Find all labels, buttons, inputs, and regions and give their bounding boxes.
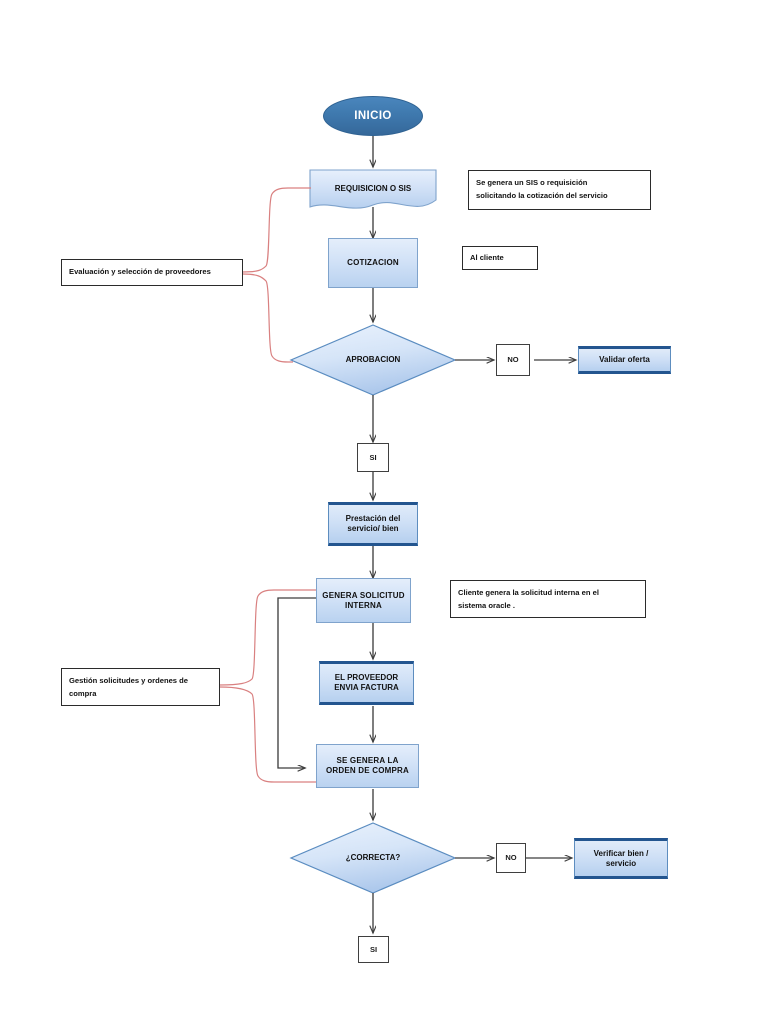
- node-cotizacion-label: COTIZACION: [347, 258, 399, 267]
- node-factura-label-line1: EL PROVEEDOR: [334, 673, 399, 682]
- callout-solicitud-line1: Cliente genera la solicitud interna en e…: [458, 588, 599, 597]
- node-prestacion-label-line2: servicio/ bien: [347, 524, 399, 533]
- callout-sis-line1: Se genera un SIS o requisición: [476, 178, 588, 187]
- node-orden-de-compra[interactable]: SE GENERA LA ORDEN DE COMPRA: [316, 744, 419, 788]
- node-verificar-label-line1: Verificar bien /: [593, 848, 649, 858]
- edge-solicitud-orden-loop: [277, 597, 316, 768]
- node-proveedor-envia-factura[interactable]: EL PROVEEDOR ENVIA FACTURA: [319, 661, 414, 705]
- red-brace-top-lower: [242, 273, 293, 363]
- callout-gestion-solicitudes: Gestión solicitudes y ordenes de compra: [61, 668, 220, 706]
- callout-sis: Se genera un SIS o requisición solicitan…: [468, 170, 651, 210]
- node-factura-label-line2: ENVIA FACTURA: [334, 683, 399, 692]
- node-validar-oferta-label: Validar oferta: [599, 355, 650, 364]
- node-genera-solicitud-interna[interactable]: GENERA SOLICITUD INTERNA: [316, 578, 411, 623]
- red-brace-bottom-upper: [219, 589, 316, 686]
- node-prestacion-label-line1: Prestación del: [345, 514, 401, 523]
- node-validar-oferta[interactable]: Validar oferta: [578, 346, 671, 374]
- callout-gestion-line1: Gestión solicitudes y ordenes de: [69, 676, 189, 685]
- callout-al-cliente-line1: Al cliente: [470, 252, 504, 262]
- node-solicitud-label-line1: GENERA SOLICITUD: [322, 590, 405, 600]
- callout-gestion-line2: compra: [69, 688, 97, 698]
- callout-evaluacion-line1: Evaluación y selección de proveedores: [69, 267, 211, 277]
- node-inicio[interactable]: INICIO: [323, 96, 423, 136]
- node-si-correcta[interactable]: SI: [358, 936, 389, 963]
- node-si-aprobacion-label: SI: [369, 452, 377, 462]
- node-correcta[interactable]: ¿CORRECTA?: [291, 823, 455, 893]
- node-requisicion[interactable]: REQUISICION O SIS: [310, 170, 436, 207]
- node-no-correcta[interactable]: NO: [496, 843, 526, 873]
- node-no-correcta-label: NO: [505, 853, 517, 863]
- node-inicio-label: INICIO: [354, 109, 392, 122]
- node-orden-label-line1: SE GENERA LA: [336, 756, 399, 765]
- node-solicitud-label-line2: INTERNA: [345, 600, 382, 610]
- callout-sis-line2: solicitando la cotización del servicio: [476, 190, 608, 200]
- node-requisicion-label: REQUISICION O SIS: [334, 183, 412, 193]
- node-aprobacion[interactable]: APROBACION: [291, 325, 455, 395]
- node-verificar-label-line2: servicio: [605, 858, 637, 868]
- node-aprobacion-label: APROBACION: [345, 355, 401, 364]
- callout-solicitud-interna: Cliente genera la solicitud interna en e…: [450, 580, 646, 618]
- callout-solicitud-line2: sistema oracle .: [458, 600, 515, 610]
- callout-al-cliente: Al cliente: [462, 246, 538, 270]
- node-verificar-bien-servicio[interactable]: Verificar bien / servicio: [574, 838, 668, 879]
- node-correcta-label: ¿CORRECTA?: [345, 853, 401, 862]
- node-no-aprobacion[interactable]: NO: [496, 344, 530, 376]
- node-orden-label-line2: ORDEN DE COMPRA: [325, 766, 409, 775]
- node-si-correcta-label: SI: [369, 944, 378, 954]
- red-brace-bottom-lower: [219, 686, 316, 783]
- node-si-aprobacion[interactable]: SI: [357, 443, 389, 472]
- node-no-aprobacion-label: NO: [507, 355, 519, 365]
- node-prestacion[interactable]: Prestación del servicio/ bien: [328, 502, 418, 546]
- red-brace-top-upper: [242, 187, 311, 273]
- node-cotizacion[interactable]: COTIZACION: [328, 238, 418, 288]
- callout-evaluacion-proveedores: Evaluación y selección de proveedores: [61, 259, 243, 286]
